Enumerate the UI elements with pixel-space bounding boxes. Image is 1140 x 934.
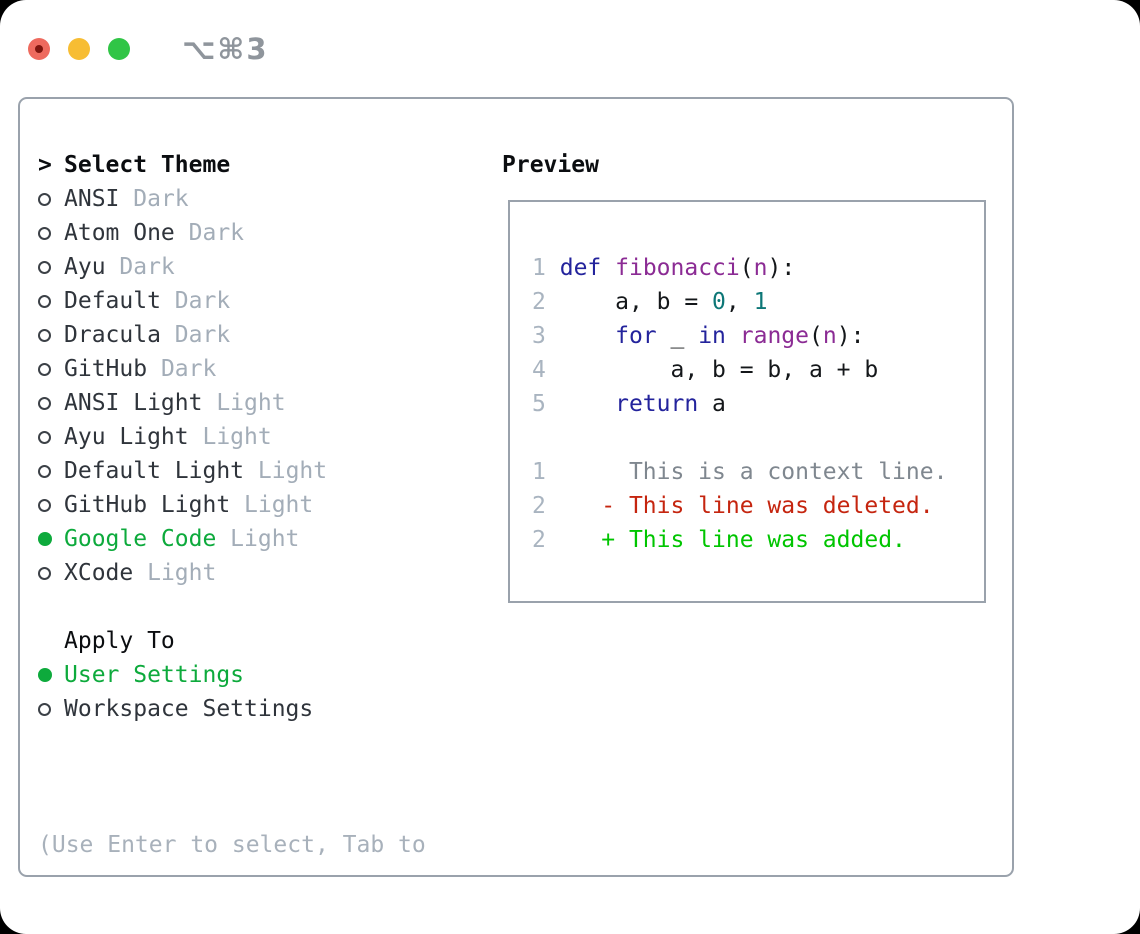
theme-option-label: XCode Light: [64, 560, 217, 586]
code-line: [532, 421, 984, 455]
radio-icon: [38, 498, 64, 512]
theme-option-label: Ayu Dark: [64, 254, 175, 280]
radio-icon: [38, 362, 64, 376]
apply-to-title: Apply To: [64, 628, 175, 654]
apply-option-label: Workspace Settings: [64, 696, 314, 722]
code-line: 1 This is a context line.: [532, 459, 948, 485]
theme-option-label: Default Light Light: [64, 458, 328, 484]
code-line: 2 - This line was deleted.: [532, 493, 934, 519]
theme-list-title: Select Theme: [64, 152, 231, 178]
window-shortcut-label: ⌥⌘3: [182, 31, 269, 66]
theme-option-default[interactable]: Default Dark: [38, 284, 502, 318]
theme-option-label: GitHub Dark: [64, 356, 217, 382]
minimize-button[interactable]: [68, 37, 90, 60]
keyboard-hint: (Use Enter to select, Tab to change focu…: [38, 760, 502, 934]
theme-option-dracula[interactable]: Dracula Dark: [38, 318, 502, 352]
hint-line-2: change focus): [38, 930, 502, 934]
preview-panel: Preview 1 def fibonacci(n): 2 a, b = 0, 1…: [502, 148, 1002, 875]
hint-line-1: (Use Enter to select, Tab to: [38, 832, 426, 858]
radio-icon: [38, 260, 64, 274]
theme-option-github-light[interactable]: GitHub Light Light: [38, 488, 502, 522]
code-line: 2 a, b = 0, 1: [532, 289, 768, 315]
apply-option-workspace-settings[interactable]: Workspace Settings: [38, 692, 502, 726]
theme-option-google-code[interactable]: Google Code Light: [38, 522, 502, 556]
radio-selected-icon: [38, 532, 64, 546]
titlebar: ⌥⌘3: [0, 0, 1140, 97]
radio-icon: [38, 430, 64, 444]
theme-option-xcode[interactable]: XCode Light: [38, 556, 502, 590]
code-line: 4 a, b = b, a + b: [532, 357, 879, 383]
radio-icon: [38, 702, 64, 716]
radio-icon: [38, 396, 64, 410]
focus-caret-icon: >: [38, 152, 52, 178]
close-button[interactable]: [28, 37, 50, 60]
apply-to-header-row: Apply To: [38, 624, 502, 658]
preview-box: 1 def fibonacci(n): 2 a, b = 0, 1 3 for _ …: [508, 200, 986, 603]
theme-option-label: Default Dark: [64, 288, 231, 314]
preview-header-row: Preview: [502, 148, 1002, 182]
preview-title: Preview: [502, 152, 599, 178]
theme-option-label: Google Code Light: [64, 526, 300, 552]
radio-icon: [38, 294, 64, 308]
theme-option-label: Dracula Dark: [64, 322, 231, 348]
theme-option-label: ANSI Light Light: [64, 390, 286, 416]
theme-option-ansi[interactable]: ANSI Dark: [38, 182, 502, 216]
radio-icon: [38, 192, 64, 206]
radio-icon: [38, 226, 64, 240]
theme-option-github[interactable]: GitHub Dark: [38, 352, 502, 386]
theme-option-ansi-light[interactable]: ANSI Light Light: [38, 386, 502, 420]
code-line: 5 return a: [532, 391, 726, 417]
theme-option-label: Atom One Dark: [64, 220, 245, 246]
theme-option-ayu[interactable]: Ayu Dark: [38, 250, 502, 284]
theme-option-label: ANSI Dark: [64, 186, 189, 212]
theme-option-label: GitHub Light Light: [64, 492, 314, 518]
radio-icon: [38, 566, 64, 580]
code-line: 3 for _ in range(n):: [532, 323, 865, 349]
apply-option-label: User Settings: [64, 662, 245, 688]
theme-option-atom-one[interactable]: Atom One Dark: [38, 216, 502, 250]
apply-option-user-settings[interactable]: User Settings: [38, 658, 502, 692]
code-line: 1 def fibonacci(n):: [532, 255, 796, 281]
zoom-button[interactable]: [108, 37, 130, 60]
radio-icon: [38, 328, 64, 342]
theme-option-ayu-light[interactable]: Ayu Light Light: [38, 420, 502, 454]
theme-option-default-light[interactable]: Default Light Light: [38, 454, 502, 488]
radio-icon: [38, 464, 64, 478]
radio-selected-icon: [38, 668, 64, 682]
theme-list-header-row: > Select Theme: [38, 148, 502, 182]
code-line: 2 + This line was added.: [532, 527, 906, 553]
theme-option-label: Ayu Light Light: [64, 424, 272, 450]
